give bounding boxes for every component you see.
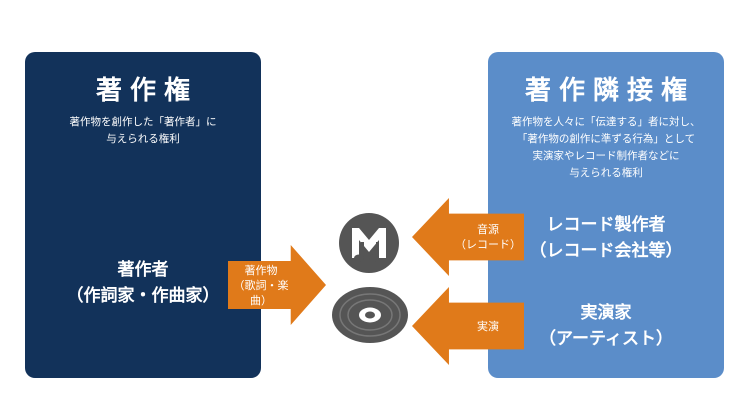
author-label: 著作者 （作詞家・作曲家） (66, 260, 220, 306)
neighboring-rights-description: 著作物を人々に「伝達する」者に対し、 「著作物の創作に準ずる行為」として 実演家… (511, 116, 701, 179)
disc-icon (332, 287, 408, 343)
neighboring-rights-panel: 著作隣接権 著作物を人々に「伝達する」者に対し、 「著作物の創作に準ずる行為」と… (488, 52, 724, 378)
record-producer-label: レコード製作者 （レコード会社等） (529, 215, 683, 261)
neighboring-rights-title: 著作隣接権 (524, 76, 695, 106)
sound-source-arrow-label: 音源 （レコード） (455, 223, 521, 251)
performer-label: 実演家 （アーティスト） (539, 303, 673, 349)
copyright-panel: 著作権 著作物を創作した「著作者」に 与えられる権利 著作者 （作詞家・作曲家） (25, 52, 261, 378)
performance-arrow-label: 実演 (477, 319, 499, 333)
copyright-description: 著作物を創作した「著作者」に 与えられる権利 (69, 116, 217, 145)
music-notes-icon (339, 213, 399, 273)
copyright-title: 著作権 (95, 76, 198, 106)
works-arrow-label: 著作物 （歌詞・楽曲） (233, 263, 289, 307)
